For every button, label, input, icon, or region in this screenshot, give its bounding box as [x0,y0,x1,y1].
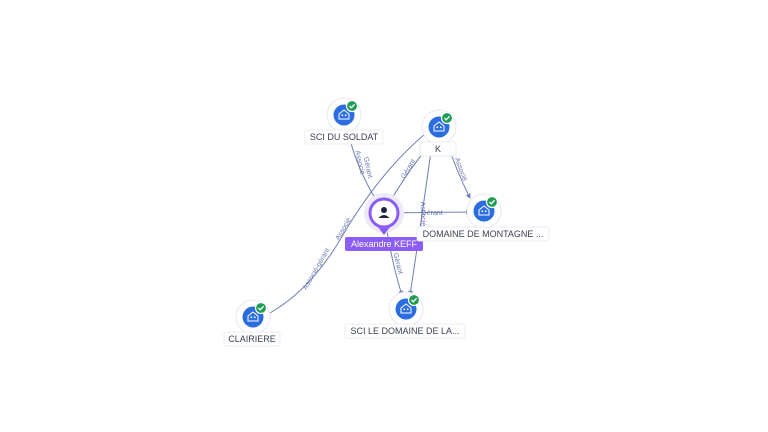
edge-label: Associé [353,150,365,176]
edge-line [408,136,434,296]
nodes-layer: Alexandre KEFF SCI DU SOLDAT K DOMAINE DE M… [223,97,550,347]
node-domaine-montagne[interactable]: DOMAINE DE MONTAGNE ... [416,193,550,242]
edge-label: Gérant [421,210,442,217]
edge-clairiere-person[interactable]: Associé-gérant Associé [269,128,432,314]
node-label: CLAIRIERE [228,334,276,344]
building-icon [338,109,350,120]
edge-line [269,128,432,314]
node-label-box: CLAIRIERE [223,331,281,347]
check-badge-icon [254,301,268,315]
edge-label: Gérant [400,158,417,180]
edge-label: Gérant [362,156,373,178]
node-label: Alexandre KEFF [351,239,418,249]
node-label: DOMAINE DE MONTAGNE ... [423,229,544,239]
person-icon [378,207,390,218]
check-badge-icon [345,99,359,113]
node-label-box: DOMAINE DE MONTAGNE ... [416,226,550,242]
node-sci-domaine[interactable]: SCI LE DOMAINE DE LA... [344,291,466,339]
node-label-box: K [419,141,457,157]
building-icon [400,303,412,314]
building-icon [433,121,445,132]
node-label: SCI DU SOLDAT [310,132,379,142]
check-badge-icon [485,195,499,209]
building-icon [478,205,490,216]
node-label-box: SCI DU SOLDAT [304,129,384,145]
edge-label: Associé [419,202,427,227]
check-badge-icon [407,293,421,307]
check-badge-icon [440,111,454,125]
person-label: Alexandre KEFF [345,237,423,251]
building-icon [247,311,259,322]
pin-tip [378,227,390,235]
node-label: K [435,144,441,154]
edge-label: Associé [453,157,468,183]
node-k[interactable]: K [419,109,457,157]
node-sci-soldat[interactable]: SCI DU SOLDAT [304,97,384,145]
node-person[interactable]: Alexandre KEFF [345,193,423,251]
node-label-box: SCI LE DOMAINE DE LA... [344,323,466,339]
node-label: SCI LE DOMAINE DE LA... [350,326,459,336]
edge-k-sci-domaine[interactable]: Associé [408,136,434,296]
edge-label: Associé-gérant [302,247,331,291]
node-clairiere[interactable]: CLAIRIERE [223,299,281,347]
